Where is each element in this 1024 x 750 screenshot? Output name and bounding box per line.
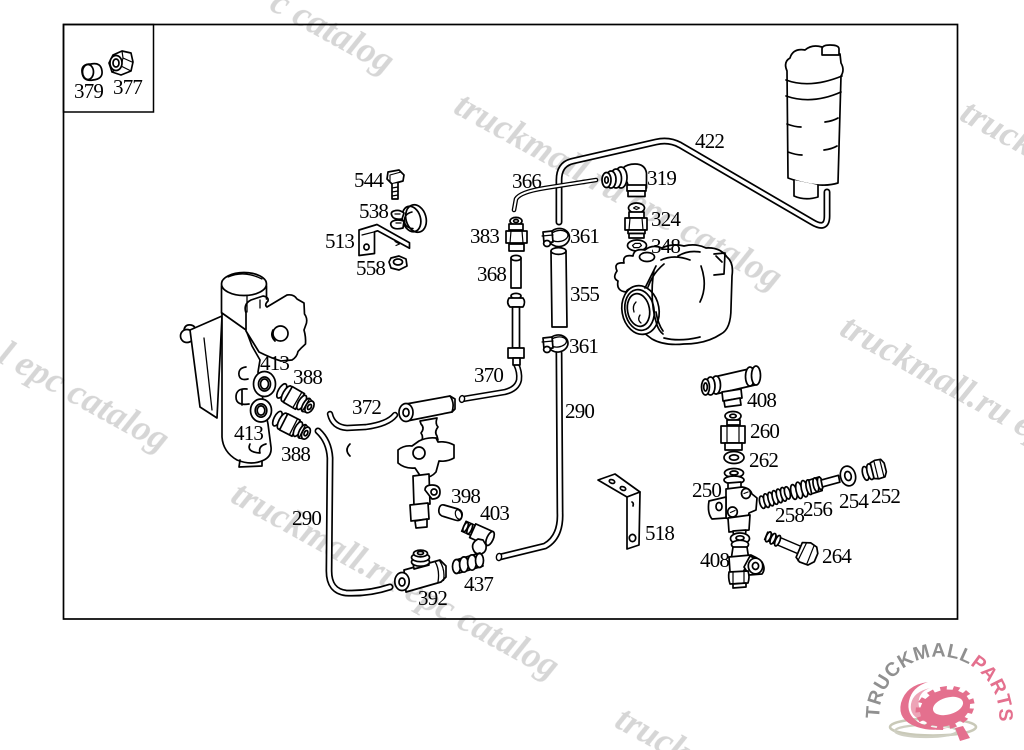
svg-text:truckmall: truckmall [609,697,757,750]
svg-text:256: 256 [803,497,832,521]
svg-text:408: 408 [700,548,729,572]
svg-text:383: 383 [470,224,499,248]
svg-text:366: 366 [512,169,541,193]
svg-text:408: 408 [747,388,776,412]
svg-text:377: 377 [113,75,142,99]
svg-text:392: 392 [418,586,447,610]
svg-text:379: 379 [74,79,103,103]
svg-text:413: 413 [260,351,289,375]
svg-text:372: 372 [352,395,381,419]
svg-text:437: 437 [464,572,493,596]
svg-text:290: 290 [292,506,321,530]
svg-text:250: 250 [692,478,721,502]
svg-text:319: 319 [647,166,676,190]
svg-text:558: 558 [356,256,385,280]
svg-text:544: 544 [354,168,384,192]
svg-text:388: 388 [293,365,322,389]
svg-text:413: 413 [234,421,263,445]
svg-text:254: 254 [839,489,869,513]
svg-text:403: 403 [480,501,509,525]
svg-text:264: 264 [822,544,852,568]
svg-text:538: 538 [359,199,388,223]
svg-text:truck: truck [954,90,1024,164]
svg-text:361: 361 [570,224,599,248]
svg-text:398: 398 [451,484,480,508]
svg-text:368: 368 [477,262,506,286]
svg-text:truckmall.ru epc catalog: truckmall.ru epc catalog [834,305,1024,519]
svg-text:324: 324 [651,207,681,231]
svg-text:260: 260 [750,419,779,443]
svg-text:348: 348 [651,234,680,258]
svg-text:422: 422 [695,129,724,153]
svg-text:361: 361 [569,334,598,358]
svg-text:c catalog: c catalog [264,0,402,81]
svg-text:518: 518 [645,521,674,545]
svg-text:262: 262 [749,448,778,472]
svg-text:290: 290 [565,399,594,423]
svg-text:355: 355 [570,282,599,306]
svg-text:388: 388 [281,442,310,466]
svg-text:258: 258 [775,503,804,527]
svg-text:252: 252 [871,484,900,508]
svg-text:370: 370 [474,363,503,387]
svg-text:l epc catalog: l epc catalog [0,332,177,459]
svg-text:513: 513 [325,229,354,253]
